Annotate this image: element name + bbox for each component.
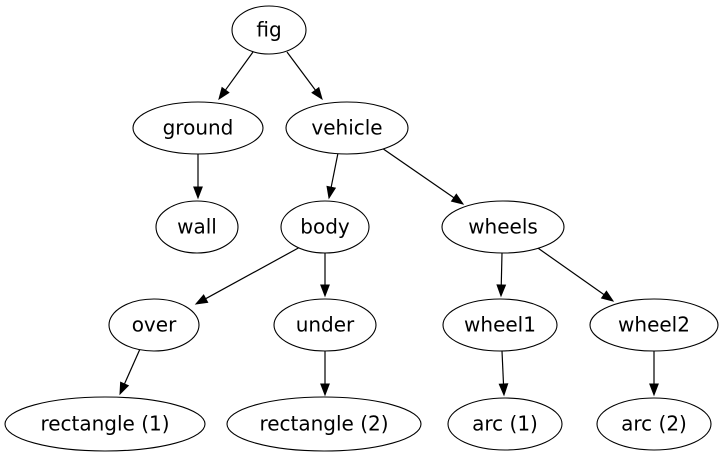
node-label-body: body [300,215,350,239]
edge-line [330,152,339,189]
arrowhead-icon [649,383,659,397]
arrowhead-icon [193,186,203,200]
node-ellipse-vehicle[interactable] [285,101,409,155]
node-label-rectangle2: rectangle (2) [259,412,388,436]
edge-wheels-to-wheel2 [534,245,615,302]
node-ellipse-rectangle2[interactable] [226,396,422,452]
node-vehicle[interactable]: vehicle [285,101,409,155]
edges-layer [119,51,659,397]
node-arc1[interactable]: arc (1) [447,397,563,451]
edge-fig-to-vehicle [286,51,323,101]
node-ellipse-wall[interactable] [155,200,239,254]
node-wheel1[interactable]: wheel1 [442,298,558,352]
edge-wheel1-to-arc1 [498,350,509,397]
edge-ground-to-wall [193,154,203,200]
node-wheels[interactable]: wheels [441,200,565,254]
edge-line [378,145,456,200]
node-ellipse-rectangle1[interactable] [4,396,206,452]
node-label-fig: fig [256,18,281,42]
edge-wheel2-to-arc2 [649,351,659,397]
node-over[interactable]: over [108,298,200,352]
node-ellipse-body[interactable] [280,200,370,254]
node-label-ground: ground [163,116,234,140]
edge-wheels-to-wheel1 [496,252,507,298]
node-fig[interactable]: fig [231,5,307,55]
arrowhead-icon [119,381,130,396]
arrowhead-icon [600,290,615,302]
node-ellipse-fig[interactable] [231,5,307,55]
arrowhead-icon [311,86,323,101]
arrowhead-icon [218,86,230,101]
arrowhead-icon [496,284,507,298]
nodes-layer: fig ground vehicle wall body wheels over under w… [4,5,719,452]
node-body[interactable]: body [280,200,370,254]
edge-vehicle-to-wheels [378,145,465,205]
node-ellipse-over[interactable] [108,298,200,352]
edge-line [534,245,606,297]
node-label-over: over [132,313,177,337]
node-label-wheels: wheels [468,215,538,239]
edge-line [286,51,317,92]
edge-over-to-rectangle1 [119,348,141,396]
arrowhead-icon [498,383,509,397]
node-label-rectangle1: rectangle (1) [40,412,169,436]
node-ellipse-wheel2[interactable] [589,298,719,352]
edge-vehicle-to-body [326,152,339,200]
edge-under-to-rectangle2 [320,351,330,397]
node-ellipse-arc1[interactable] [447,397,563,451]
node-under[interactable]: under [273,298,377,352]
edge-line [224,51,254,92]
arrowhead-icon [320,284,330,298]
node-wheel2[interactable]: wheel2 [589,298,719,352]
edge-fig-to-ground [218,51,254,101]
node-ellipse-ground[interactable] [132,101,264,155]
node-label-wall: wall [177,215,217,239]
edge-line [123,348,141,386]
node-label-under: under [296,313,355,337]
node-ellipse-wheel1[interactable] [442,298,558,352]
node-label-arc1: arc (1) [472,412,538,436]
edge-line [500,252,503,287]
node-label-vehicle: vehicle [311,116,382,140]
node-label-wheel1: wheel1 [464,313,536,337]
arrowhead-icon [320,383,330,397]
edge-line [204,245,303,300]
node-wall[interactable]: wall [155,200,239,254]
node-ellipse-wheels[interactable] [441,200,565,254]
arrowhead-icon [194,294,209,305]
node-label-wheel2: wheel2 [618,313,690,337]
arrowhead-icon [326,185,337,200]
edge-line [501,350,505,386]
node-rectangle2[interactable]: rectangle (2) [226,396,422,452]
node-rectangle1[interactable]: rectangle (1) [4,396,206,452]
node-label-arc2: arc (2) [621,412,687,436]
edge-body-to-over [194,245,303,305]
arrowhead-icon [450,193,465,205]
edge-body-to-under [320,253,330,298]
node-ellipse-under[interactable] [273,298,377,352]
node-ellipse-arc2[interactable] [596,397,712,451]
node-arc2[interactable]: arc (2) [596,397,712,451]
node-ground[interactable]: ground [132,101,264,155]
